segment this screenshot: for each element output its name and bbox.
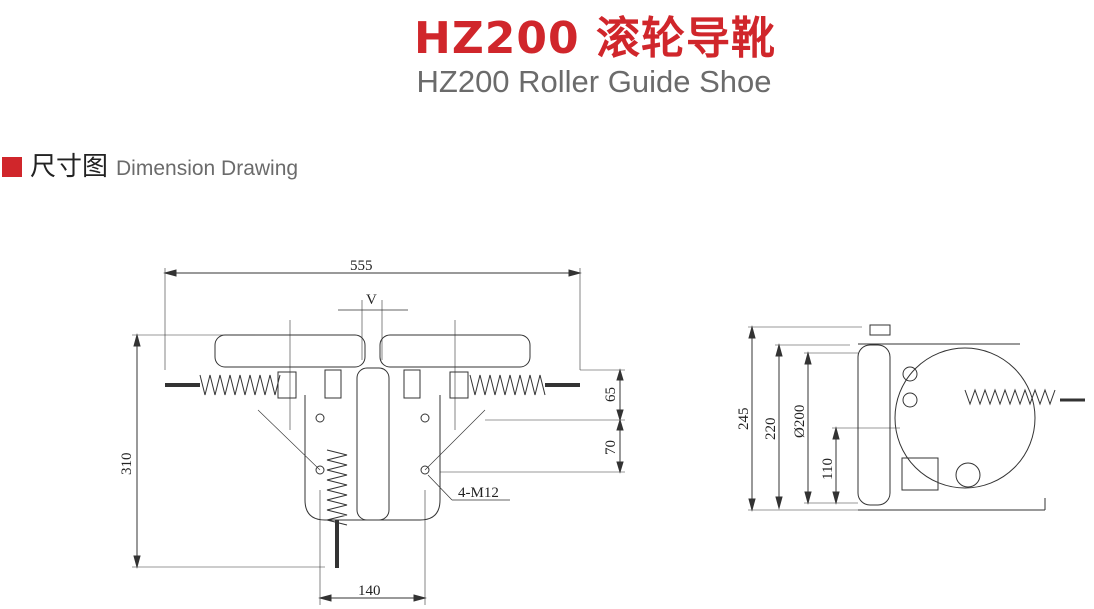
section-label-en: Dimension Drawing <box>116 157 299 180</box>
bolt-callout: 4-M12 <box>458 485 499 501</box>
section-label-cn: 尺寸图 <box>30 152 109 182</box>
dim-diameter: Ø200 <box>792 405 808 438</box>
dim-110: 110 <box>820 458 836 480</box>
dim-220: 220 <box>763 418 779 441</box>
section-marker-icon <box>2 157 22 177</box>
dim-310: 310 <box>119 453 135 476</box>
page-title-en: HZ200 Roller Guide Shoe <box>416 64 772 99</box>
dim-245: 245 <box>736 408 752 431</box>
dim-70: 70 <box>603 440 619 455</box>
dim-140: 140 <box>358 583 381 599</box>
dim-v: V <box>366 292 377 308</box>
section-heading: 尺寸图 Dimension Drawing <box>2 146 298 183</box>
page-title-cn: HZ200 滚轮导靴 <box>414 13 776 64</box>
front-view: 555 V 310 <box>119 258 625 605</box>
dim-555: 555 <box>350 258 373 274</box>
dim-65: 65 <box>603 387 619 402</box>
side-view: 245 220 Ø200 110 <box>736 324 1085 512</box>
